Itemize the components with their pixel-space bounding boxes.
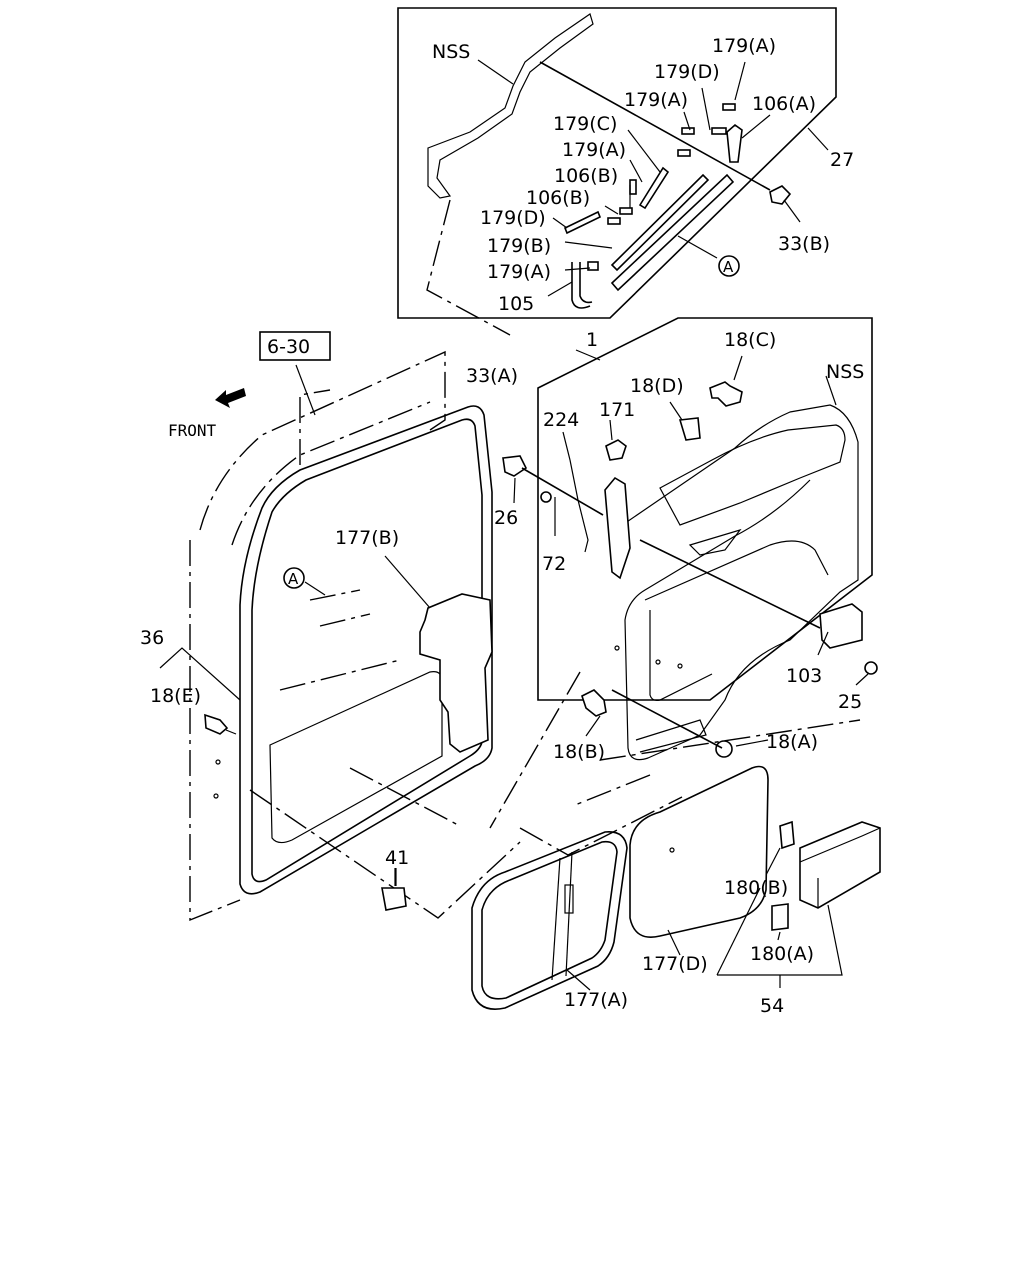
label-26: 26	[494, 507, 518, 529]
inset-group-27	[397, 7, 837, 336]
lower-parts-group	[395, 671, 881, 1010]
label-72: 72	[542, 553, 566, 575]
label-179a-1: 179(A)	[712, 35, 776, 57]
label-177a: 177(A)	[564, 989, 628, 1011]
label-36: 36	[140, 627, 164, 649]
label-179c: 179(C)	[553, 113, 617, 135]
label-18a: 18(A)	[766, 731, 818, 753]
label-circle-a-top: A	[723, 258, 734, 276]
label-180a: 180(A)	[750, 943, 814, 965]
label-1: 1	[586, 329, 598, 351]
label-33a: 33(A)	[466, 365, 518, 387]
inset-group-1	[502, 317, 878, 761]
label-18d: 18(D)	[630, 375, 684, 397]
label-18b: 18(B)	[553, 741, 605, 763]
label-179a-3: 179(A)	[562, 139, 626, 161]
label-nss-top: NSS	[432, 41, 470, 63]
circle-a-marker-left	[283, 567, 305, 589]
label-54: 54	[760, 995, 784, 1017]
label-180b: 180(B)	[724, 877, 788, 899]
label-171: 171	[599, 399, 635, 421]
label-177b: 177(B)	[335, 527, 399, 549]
label-41: 41	[385, 847, 409, 869]
reference-box-6-30	[259, 331, 331, 361]
label-circle-a-left: A	[288, 570, 299, 588]
label-106b-2: 106(B)	[526, 187, 590, 209]
label-179b: 179(B)	[487, 235, 551, 257]
label-179a-2: 179(A)	[624, 89, 688, 111]
label-105: 105	[498, 293, 534, 315]
label-224: 224	[543, 409, 579, 431]
label-front: FRONT	[168, 421, 217, 440]
label-18e: 18(E)	[150, 685, 201, 707]
label-103: 103	[786, 665, 822, 687]
door-weatherstrip-group	[159, 350, 521, 922]
label-nss-mid: NSS	[826, 361, 864, 383]
label-106b-1: 106(B)	[554, 165, 618, 187]
front-arrow-icon	[215, 388, 246, 408]
circle-a-marker-top	[718, 255, 740, 277]
label-18c: 18(C)	[724, 329, 776, 351]
label-33b: 33(B)	[778, 233, 830, 255]
label-25: 25	[838, 691, 862, 713]
label-177d: 177(D)	[642, 953, 708, 975]
label-106a: 106(A)	[752, 93, 816, 115]
label-6-30: 6-30	[267, 336, 310, 358]
label-27: 27	[830, 149, 854, 171]
label-179d-2: 179(D)	[480, 207, 546, 229]
label-179d-1: 179(D)	[654, 61, 720, 83]
label-179a-4: 179(A)	[487, 261, 551, 283]
